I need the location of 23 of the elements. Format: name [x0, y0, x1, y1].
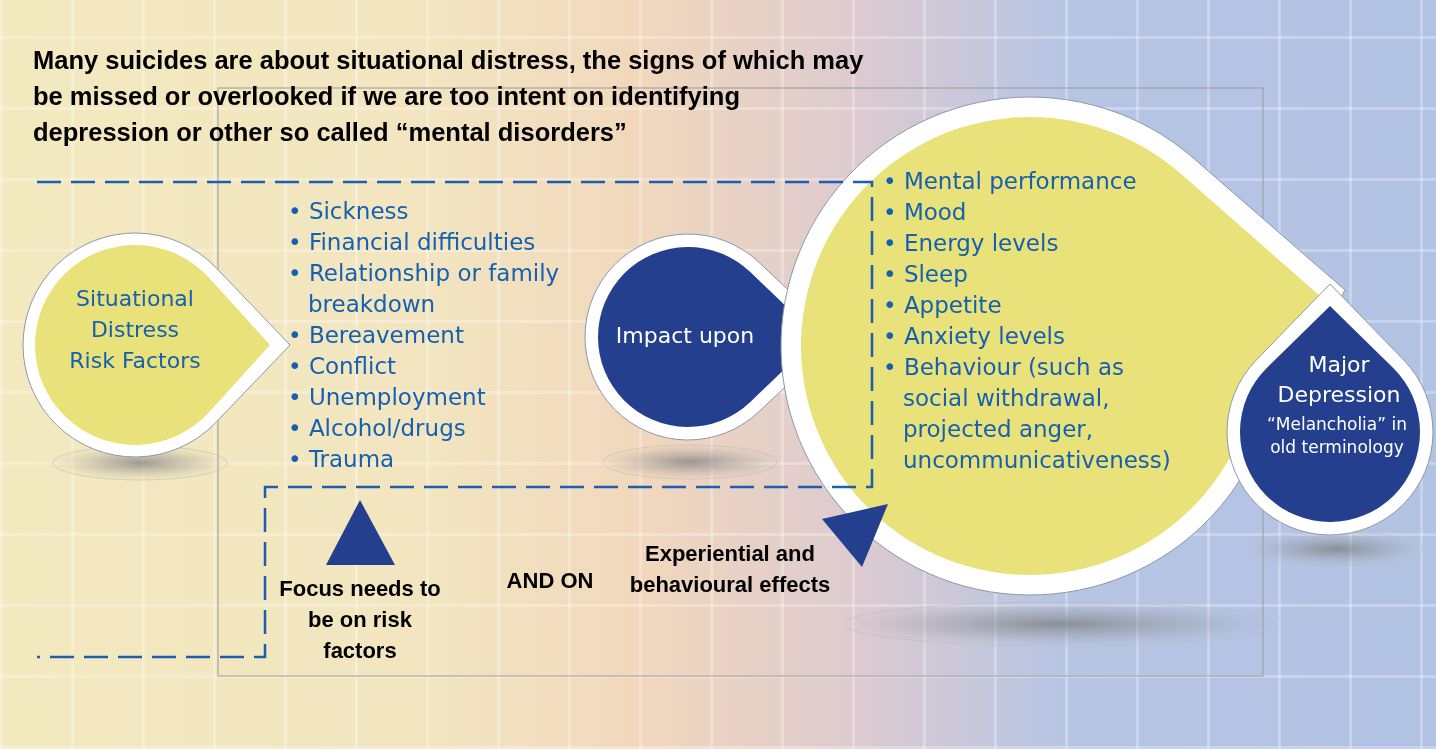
list-item: • Sleep	[883, 260, 969, 289]
node-subtitle: “Melancholia” in old terminology	[1266, 413, 1408, 459]
list-item: • Sickness	[288, 197, 410, 226]
node-label: Major Depression	[1276, 351, 1402, 409]
list-item: • Alcohol/drugs	[288, 414, 467, 443]
title: Many suicides are about situational distress, the signs of which may be missed or overlooked if we are too intent on identifying depression or other so called “mental disorders”	[33, 45, 865, 148]
note: Experiential and behavioural effects	[628, 540, 832, 599]
list-item: • Relationship or family breakdown	[288, 259, 561, 319]
list-item: • Anxiety levels	[883, 322, 1066, 351]
note: Focus needs to be on risk factors	[278, 575, 442, 665]
list-item: • Bereavement	[288, 321, 465, 350]
list-item: • Unemployment	[288, 383, 487, 412]
list-item: • Appetite	[883, 291, 1003, 320]
note: AND ON	[505, 567, 595, 595]
node-label: Situational Distress Risk Factors	[68, 285, 202, 375]
node-label: Impact upon	[614, 322, 756, 350]
list-item: • Behaviour (such as social withdrawal, projected anger, uncommunicativeness)	[883, 353, 1172, 475]
list-item: • Energy levels	[883, 229, 1060, 258]
list-item: • Financial difficulties	[288, 228, 537, 257]
list-item: • Mood	[883, 198, 968, 227]
list-item: • Trauma	[288, 445, 396, 474]
list-item: • Conflict	[288, 352, 398, 381]
list-item: • Mental performance	[883, 167, 1138, 196]
